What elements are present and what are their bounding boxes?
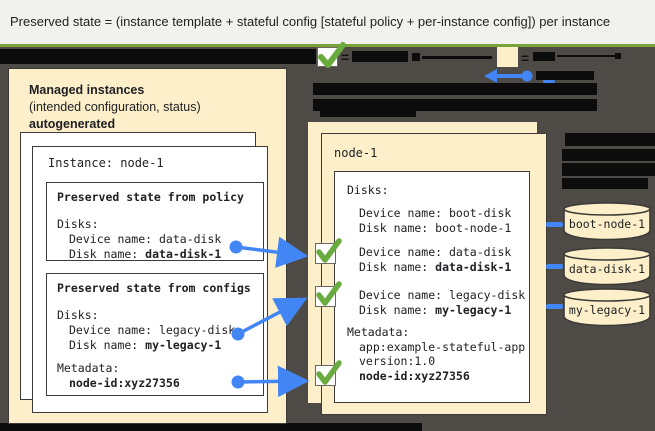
metadata-line: version:1.0 xyxy=(359,354,436,368)
device-name-line: Device name: legacy-disk xyxy=(69,323,236,337)
metadata-line: app:example-stateful-app xyxy=(359,340,526,354)
banner-green-divider xyxy=(0,44,655,47)
panel-title: Managed instances xyxy=(29,83,145,97)
title-banner: Preserved state = (instance template + s… xyxy=(0,0,655,44)
cylinder-icon xyxy=(563,202,651,241)
disk-name-line: Disk name: data-disk-1 xyxy=(69,247,221,261)
node-title: node-1 xyxy=(334,146,378,160)
redacted-text-bar xyxy=(313,83,597,95)
metadata-value: node-id:xyz27356 xyxy=(359,369,470,383)
legend-checkbox xyxy=(317,42,346,68)
disk-name-value: data-disk-1 xyxy=(435,260,512,274)
legend-equals: = xyxy=(341,49,350,65)
disk-name-label: Disk name: xyxy=(359,260,436,274)
device-name-line: Device name: boot-disk xyxy=(359,206,512,220)
redacted-text-bar xyxy=(565,133,655,146)
disk-cylinder-data: data-disk-1 xyxy=(562,246,652,286)
redacted-text-bar xyxy=(320,110,416,117)
green-check-icon xyxy=(318,42,346,68)
panel-subtitle: (intended configuration, status) xyxy=(29,100,201,114)
disk-name-label: Disk name: xyxy=(69,338,146,352)
green-check-icon xyxy=(316,281,342,306)
redacted-text-bar xyxy=(352,51,408,62)
cylinder-icon xyxy=(563,288,651,327)
redacted-text-bar xyxy=(615,53,621,59)
checkbox-data-disk xyxy=(315,238,342,264)
redacted-text-bar xyxy=(562,163,655,176)
disks-heading: Disks: xyxy=(57,217,99,231)
legend-stateful-config-swatch xyxy=(497,47,518,67)
connector-data-disk xyxy=(546,264,563,269)
disks-heading: Disks: xyxy=(57,308,99,322)
disk-label: data-disk-1 xyxy=(568,262,646,276)
disk-label: my-legacy-1 xyxy=(568,303,646,317)
policy-box-title: Preserved state from policy xyxy=(57,190,244,204)
connector-legacy-disk xyxy=(546,304,563,309)
redacted-text-bar xyxy=(422,56,492,59)
preserved-state-configs-box xyxy=(46,273,264,396)
banner-text: Preserved state = (instance template + s… xyxy=(10,14,611,29)
configs-box-title: Preserved state from configs xyxy=(57,281,251,295)
disk-name-value: boot-node-1 xyxy=(435,221,512,235)
blue-arrow-icon xyxy=(484,69,533,83)
redacted-text-bar xyxy=(557,55,615,57)
disks-heading: Disks: xyxy=(347,183,389,197)
green-check-icon xyxy=(316,238,342,263)
redacted-text-bar xyxy=(0,423,422,431)
device-name-line: Device name: legacy-disk xyxy=(359,288,526,302)
disk-label: boot-node-1 xyxy=(568,217,646,231)
cylinder-icon xyxy=(563,247,651,286)
disk-name-line: Disk name: data-disk-1 xyxy=(359,260,511,274)
redacted-text-bar xyxy=(562,149,655,161)
device-name-line: Device name: data-disk xyxy=(69,232,222,246)
disk-name-line: Disk name: my-legacy-1 xyxy=(359,303,511,317)
redacted-text-bar xyxy=(412,53,420,61)
panel-subtitle-autogenerated: autogenerated xyxy=(29,117,116,131)
disk-name-value: data-disk-1 xyxy=(145,247,222,261)
metadata-heading: Metadata: xyxy=(57,361,120,375)
disk-name-label: Disk name: xyxy=(359,303,436,317)
disk-name-label: Disk name: xyxy=(69,247,146,261)
disk-name-label: Disk name: xyxy=(359,221,436,235)
green-check-icon xyxy=(316,360,342,385)
disk-name-value: my-legacy-1 xyxy=(145,338,222,352)
device-name-line: Device name: data-disk xyxy=(359,245,512,259)
redacted-text-bar xyxy=(313,99,597,111)
redacted-text-bar xyxy=(0,49,316,64)
disk-cylinder-legacy: my-legacy-1 xyxy=(562,287,652,327)
legend-equals: = xyxy=(521,50,530,66)
disk-cylinder-boot: boot-node-1 xyxy=(562,201,652,241)
metadata-heading: Metadata: xyxy=(347,325,410,339)
disk-name-value: my-legacy-1 xyxy=(435,303,512,317)
disk-name-line: Disk name: my-legacy-1 xyxy=(69,338,221,352)
redacted-blue-bar xyxy=(543,80,555,83)
redacted-text-bar xyxy=(562,178,648,189)
redacted-text-bar xyxy=(536,71,594,80)
preserved-state-policy-box xyxy=(46,182,264,261)
redacted-text-bar xyxy=(533,52,555,61)
checkbox-node-id xyxy=(315,360,342,386)
checkbox-legacy-disk xyxy=(315,281,342,307)
instance-label: Instance: node-1 xyxy=(48,156,164,170)
metadata-value: node-id:xyz27356 xyxy=(69,376,180,390)
connector-boot-disk xyxy=(546,222,563,227)
disk-name-line: Disk name: boot-node-1 xyxy=(359,221,511,235)
